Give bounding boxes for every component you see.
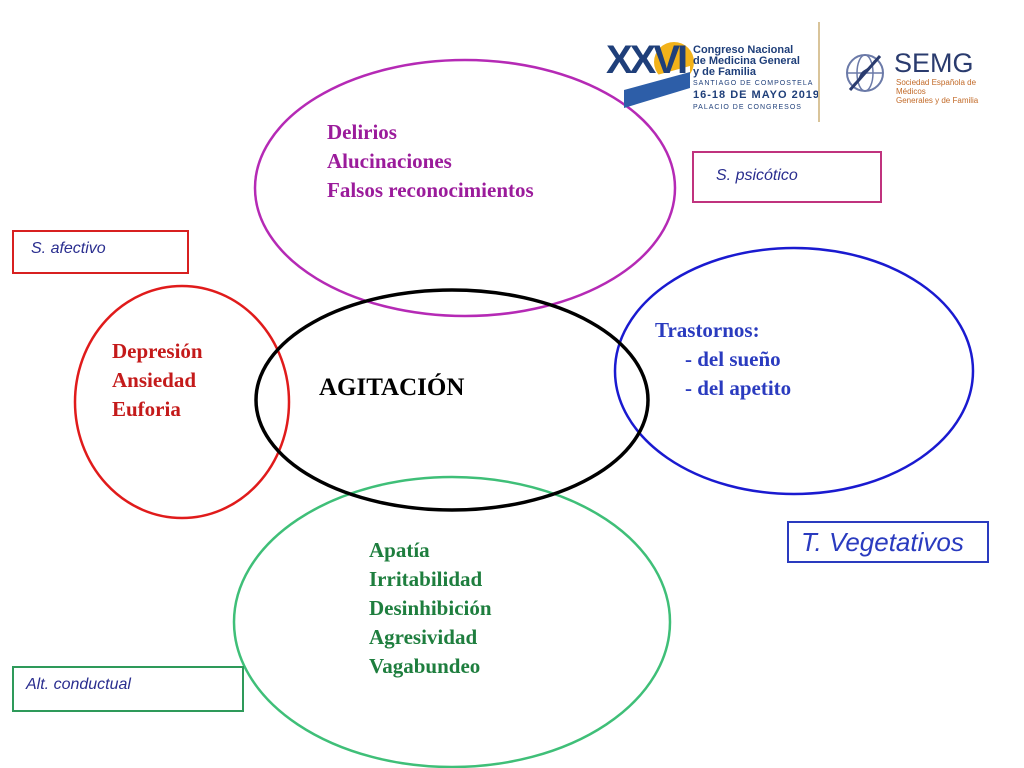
vegetativo-ellipse [613,246,975,496]
label-vegetativo: T. Vegetativos [787,521,989,563]
symptom-item: - del sueño [685,347,781,371]
symptom-item: Euforia [112,397,181,421]
caduceus-globe-icon [846,54,884,92]
logo-divider [818,22,820,122]
conductual-ellipse [232,475,672,768]
symptom-item: Vagabundeo [369,654,481,678]
symptom-item: Depresión [112,339,203,363]
psicotico-ellipse [253,58,677,318]
congress-numeral: XXVI [606,38,688,82]
congress-title: Congreso Nacional de Medicina General y … [693,45,800,78]
symptom-item: Apatía [369,538,430,562]
center-label: AGITACIÓN [319,374,465,401]
symptom-item: Desinhibición [369,596,492,620]
congress-date: 16-18 DE MAYO 2019 [693,89,821,101]
conductual-symptoms: Apatía Irritabilidad Desinhibición Agres… [369,536,492,681]
symptom-item: Agresividad [369,625,478,649]
afectivo-symptoms: Depresión Ansiedad Euforia [112,337,203,424]
symptom-item: Falsos reconocimientos [327,178,534,202]
symptom-item: Alucinaciones [327,149,452,173]
label-psicotico: S. psicótico [692,151,882,203]
symptom-heading: Trastornos: [655,318,760,342]
sun-wave-icon [624,42,694,108]
psicotico-symptoms: Delirios Alucinaciones Falsos reconocimi… [327,118,534,205]
congress-logo: XXVI Congreso Nacional de Medicina Gener… [604,24,819,114]
symptom-item: Delirios [327,120,397,144]
semg-subtitle-line: Generales y de Familia [896,96,979,105]
vegetativo-symptoms: Trastornos: - del sueño - del apetito [655,316,791,403]
agitacion-ellipse [254,288,650,512]
symptom-item: Ansiedad [112,368,197,392]
label-conductual: Alt. conductual [12,666,244,712]
symptom-item: - del apetito [685,376,792,400]
symptom-item: Irritabilidad [369,567,483,591]
label-afectivo: S. afectivo [12,230,189,274]
semg-logo: SEMG Sociedad Española de Médicos Genera… [840,44,990,105]
semg-name: SEMG [894,48,974,78]
congress-title-line: y de Familia [693,66,756,78]
congress-title-line: de Medicina General [693,55,800,67]
congress-venue: PALACIO DE CONGRESOS [693,104,802,111]
afectivo-ellipse [73,284,291,520]
semg-subtitle-line: Sociedad Española de Médicos [896,78,977,96]
congress-title-line: Congreso Nacional [693,44,794,56]
semg-subtitle: Sociedad Española de Médicos Generales y… [896,78,990,105]
congress-place: SANTIAGO DE COMPOSTELA [693,80,814,87]
